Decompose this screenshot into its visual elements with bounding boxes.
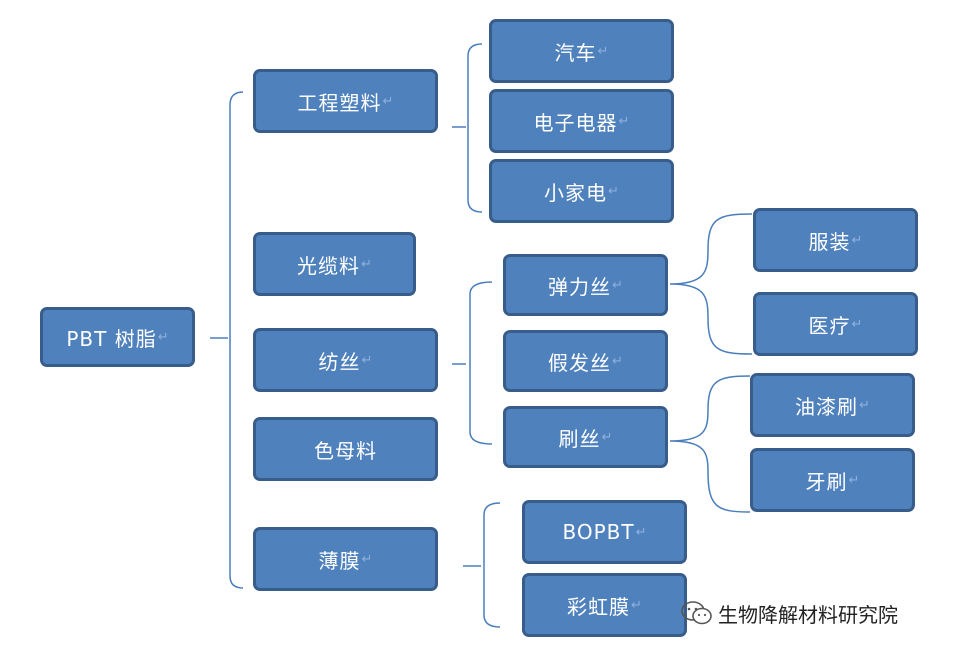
- node-label: 彩虹膜: [567, 594, 631, 619]
- node-label: 汽车: [554, 40, 597, 65]
- node-medical: 医疗↵: [753, 292, 918, 356]
- node-label: 色母料: [314, 438, 377, 463]
- node-label: 牙刷: [805, 469, 848, 494]
- node-label: PBT 树脂: [66, 326, 157, 351]
- wechat-icon: [681, 601, 712, 625]
- node-label: 薄膜: [318, 548, 361, 573]
- node-label: 工程塑料: [297, 90, 382, 115]
- node-optical-cable: 光缆料↵: [253, 232, 416, 296]
- bracket-spinning: [452, 281, 493, 445]
- node-label: 弹力丝: [548, 274, 612, 299]
- bracket-engineering-plastics: [452, 43, 483, 213]
- node-clothing: 服装↵: [753, 208, 918, 272]
- node-label: 假发丝: [548, 350, 612, 375]
- node-film: 薄膜↵: [253, 527, 438, 591]
- node-label: 医疗: [808, 313, 851, 338]
- brace-brush-yarn: [669, 375, 751, 513]
- brace-elastic-yarn: [669, 213, 753, 355]
- node-label: 服装: [808, 229, 851, 254]
- node-paint-brush: 油漆刷↵: [750, 373, 915, 437]
- node-automotive: 汽车↵: [489, 19, 674, 83]
- node-rainbow-film: 彩虹膜↵: [522, 573, 687, 637]
- node-elastic-yarn: 弹力丝↵: [503, 254, 668, 316]
- node-pbt-resin: PBT 树脂↵: [40, 307, 195, 367]
- node-label: 油漆刷: [795, 394, 859, 419]
- node-label: 小家电: [544, 180, 608, 205]
- node-label: 电子电器: [533, 110, 618, 135]
- node-masterbatch: 色母料: [253, 417, 438, 481]
- node-engineering-plastics: 工程塑料↵: [253, 69, 438, 133]
- node-small-appliances: 小家电↵: [489, 159, 674, 223]
- node-toothbrush: 牙刷↵: [750, 448, 915, 512]
- node-brush-yarn: 刷丝↵: [503, 406, 668, 468]
- node-label: 纺丝: [318, 349, 361, 374]
- watermark-text: 生物降解材料研究院: [718, 602, 898, 627]
- bracket-root: [210, 91, 244, 589]
- node-label: 光缆料: [297, 253, 361, 278]
- node-wig-yarn: 假发丝↵: [503, 330, 668, 392]
- node-spinning: 纺丝↵: [253, 328, 438, 392]
- node-bopbt: BOPBT↵: [522, 500, 687, 564]
- node-label: BOPBT: [562, 520, 635, 544]
- node-electronics: 电子电器↵: [489, 89, 674, 153]
- bracket-film: [463, 502, 501, 628]
- watermark: 生物降解材料研究院: [680, 600, 898, 627]
- node-label: 刷丝: [558, 426, 601, 451]
